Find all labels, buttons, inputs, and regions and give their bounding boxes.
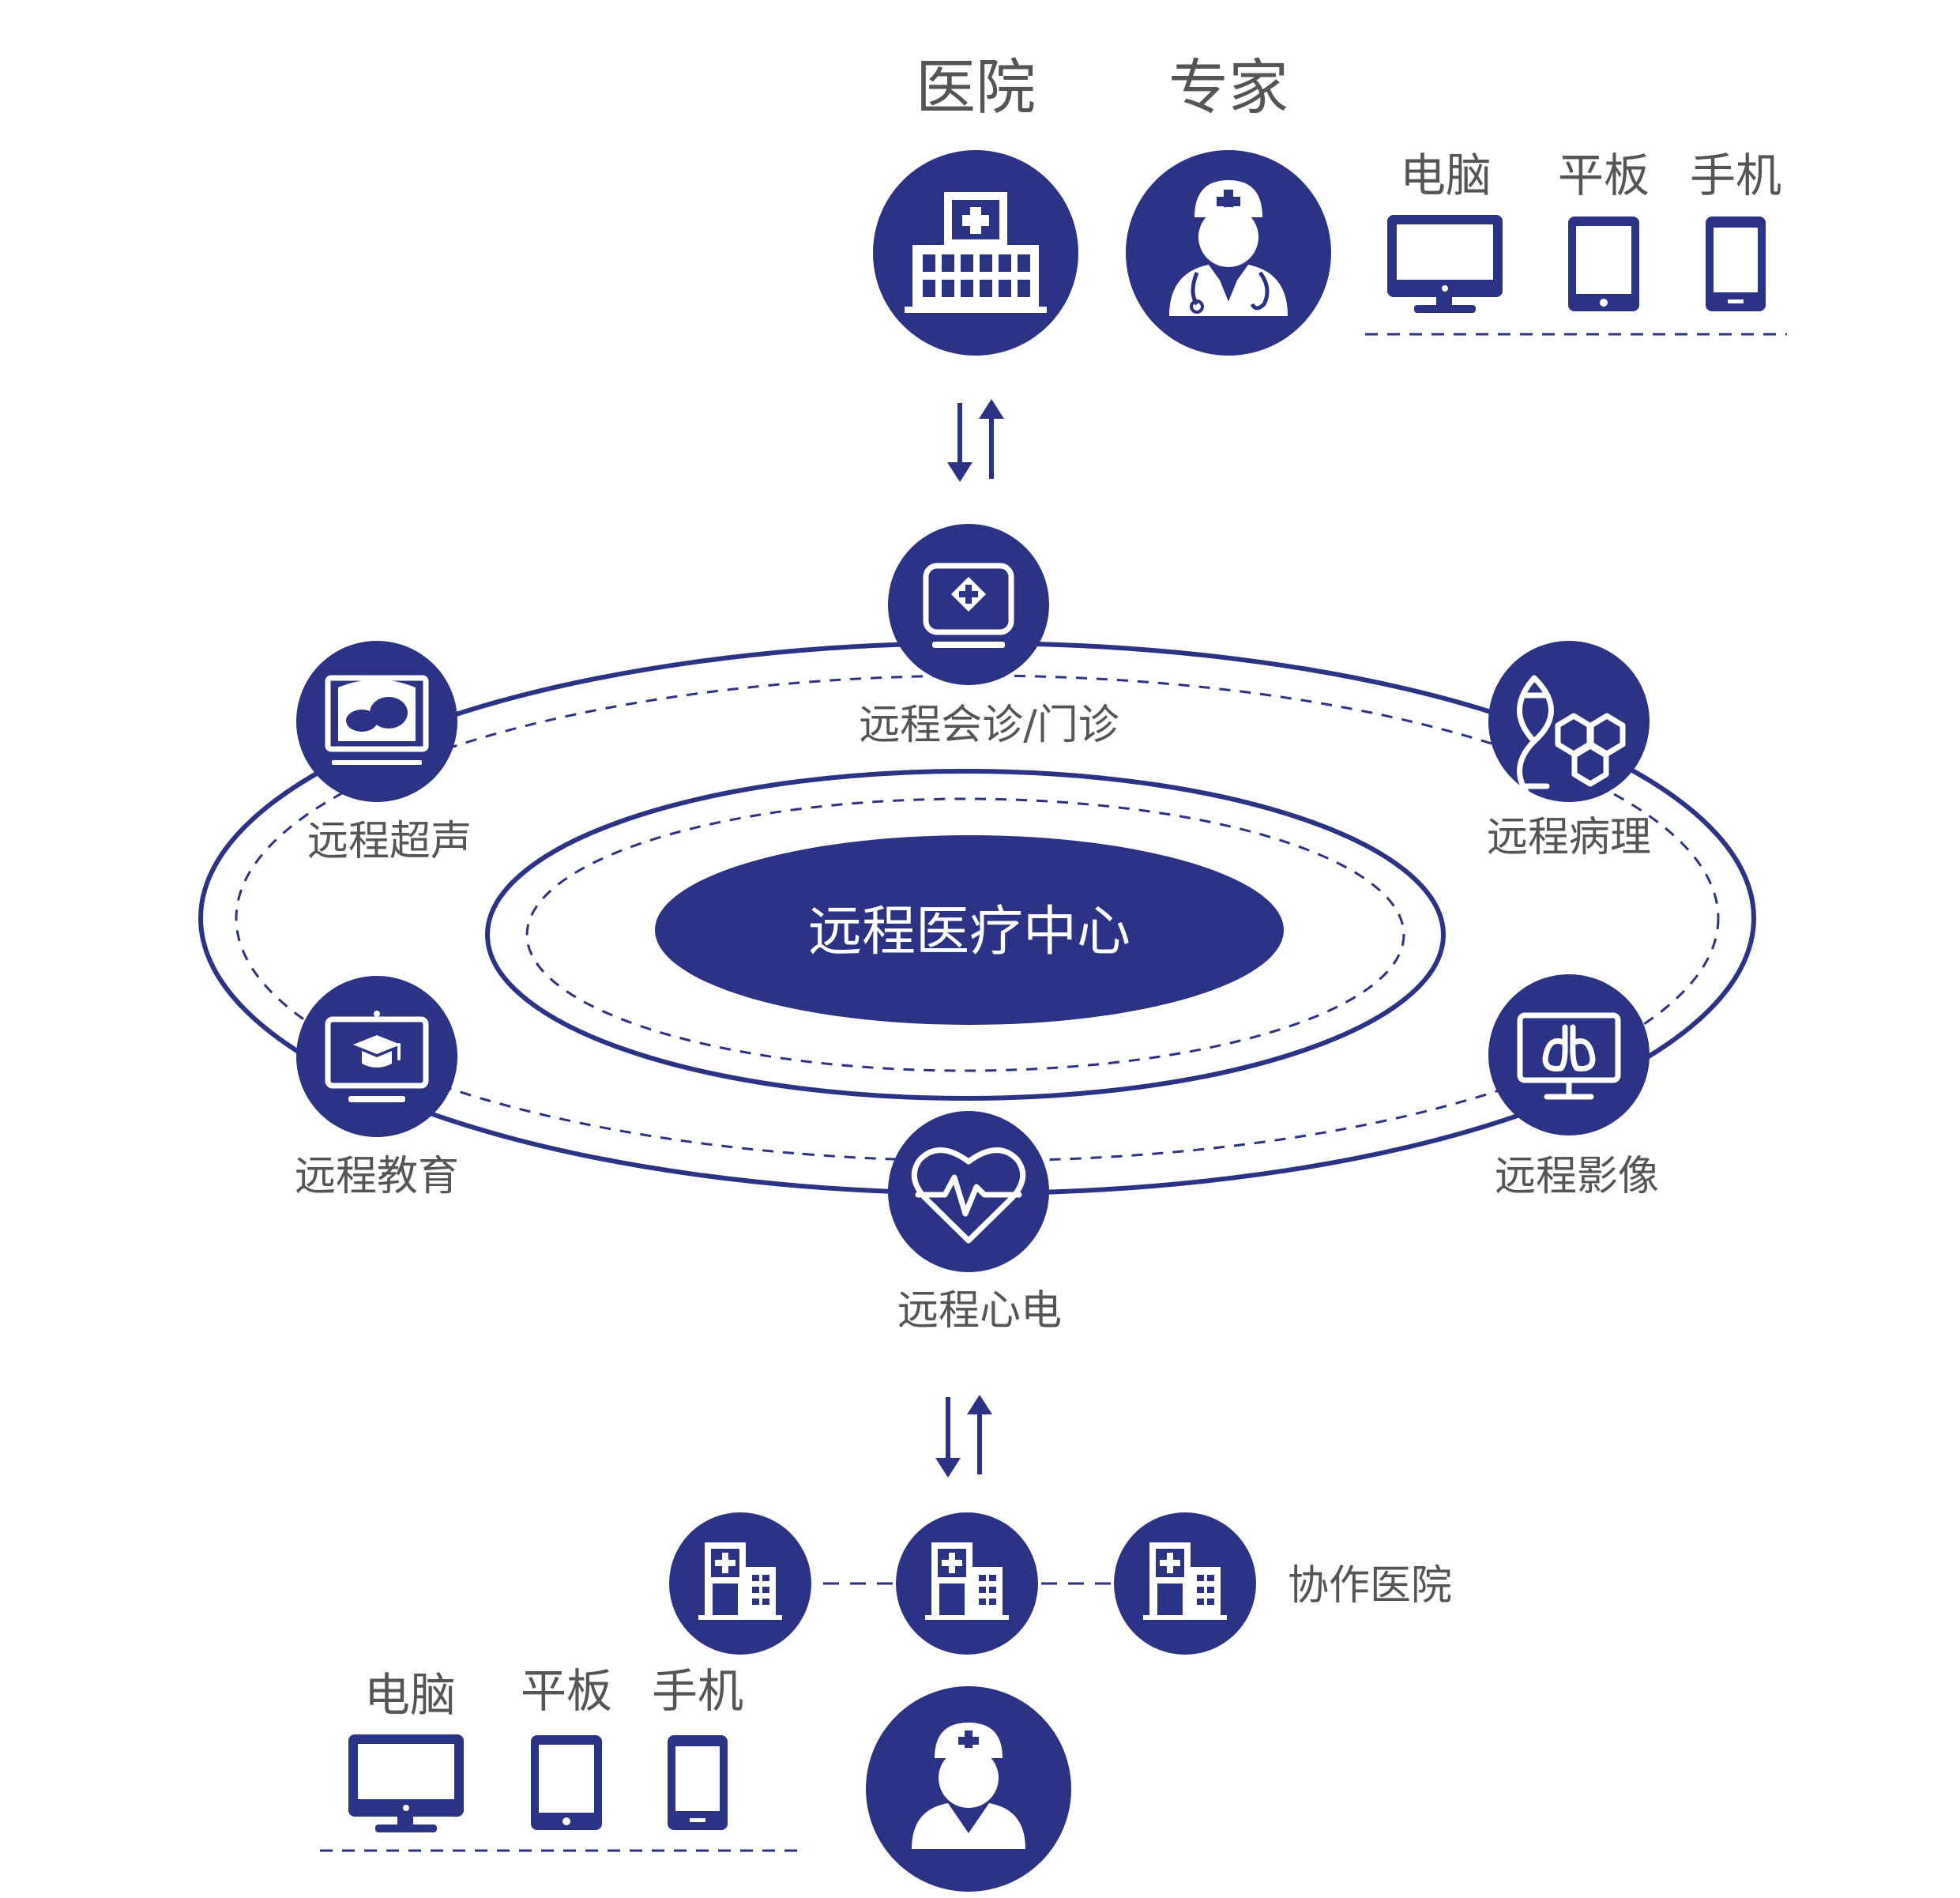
clinic-building-icon xyxy=(1143,1542,1227,1620)
bottom-phone-icon xyxy=(668,1735,728,1830)
clinic-building-icon xyxy=(925,1542,1009,1620)
top-tablet-icon xyxy=(1568,217,1639,311)
service-ecg-label: 远程心电 xyxy=(897,1287,1062,1335)
service-ultrasound-node xyxy=(296,641,457,802)
service-education-label: 远程教育 xyxy=(295,1153,459,1200)
top-tablet-label: 平板 xyxy=(1558,149,1650,202)
inner-ring xyxy=(485,769,1446,1101)
center-hub: 远程医疗中心 xyxy=(655,835,1284,1025)
local-doctor-node xyxy=(866,1686,1071,1892)
top-phone-icon xyxy=(1706,217,1766,311)
expert-label: 专家 xyxy=(1168,52,1288,122)
bottom-computer-icon xyxy=(348,1734,464,1832)
top-computer-label: 电脑 xyxy=(1400,149,1492,202)
coop-hospital-node-3 xyxy=(1114,1512,1256,1655)
service-education-node xyxy=(296,976,457,1137)
heart-pulse-icon xyxy=(911,1147,1026,1244)
service-imaging-node xyxy=(1488,974,1650,1135)
top-bidirectional-arrow xyxy=(947,399,1004,482)
dna-cells-icon xyxy=(1517,675,1626,805)
service-consult-label: 远程会诊/门诊 xyxy=(859,702,1119,749)
bottom-tablet-icon xyxy=(531,1735,602,1830)
coop-hospital-node-1 xyxy=(669,1512,811,1655)
clinic-building-icon xyxy=(698,1542,782,1620)
doctor-icon xyxy=(1169,180,1288,316)
hospital-label: 医院 xyxy=(916,52,1036,122)
ultrasound-monitor-icon xyxy=(325,675,429,765)
hospital-node xyxy=(873,150,1078,356)
service-consult-node xyxy=(888,524,1049,685)
bottom-tablet-label: 平板 xyxy=(521,1664,612,1718)
bottom-bidirectional-arrow xyxy=(935,1395,992,1478)
bottom-phone-label: 手机 xyxy=(652,1664,743,1718)
bottom-computer-label: 电脑 xyxy=(364,1668,456,1722)
expert-node xyxy=(1126,150,1331,356)
graduation-cap-monitor-icon xyxy=(325,1011,429,1102)
top-computer-icon xyxy=(1387,215,1503,313)
lung-xray-monitor-icon xyxy=(1517,1012,1621,1100)
service-pathology-label: 远程病理 xyxy=(1487,814,1651,861)
coop-hospital-node-2 xyxy=(896,1512,1038,1655)
top-phone-label: 手机 xyxy=(1690,149,1781,202)
service-ecg-node xyxy=(888,1111,1049,1272)
coop-hospital-label: 协作医院 xyxy=(1288,1562,1452,1610)
doctor-icon xyxy=(912,1723,1025,1849)
service-imaging-label: 远程影像 xyxy=(1495,1153,1659,1200)
hospital-building-icon xyxy=(905,192,1047,313)
center-label: 远程医疗中心 xyxy=(808,901,1130,963)
service-pathology-node xyxy=(1488,641,1650,805)
medical-monitor-icon xyxy=(923,563,1014,648)
inner-ring-dashed xyxy=(525,797,1405,1072)
service-ultrasound-label: 远程超声 xyxy=(307,818,472,865)
